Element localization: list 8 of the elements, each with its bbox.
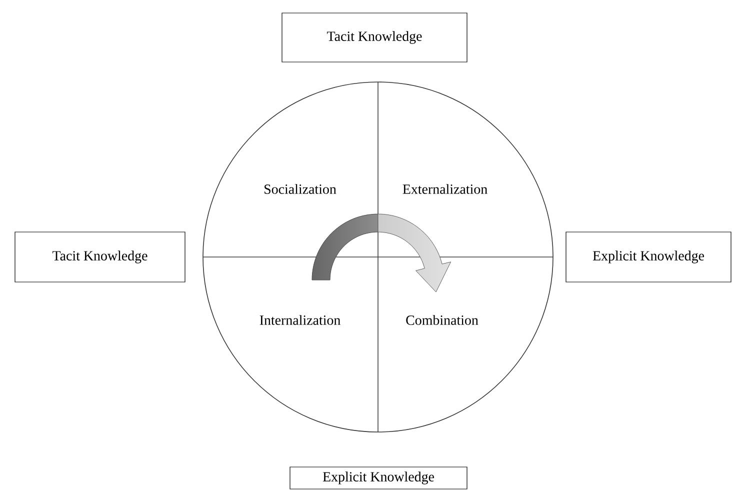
quadrant-label: Externalization [402,184,488,194]
quadrant-label: Combination [406,315,478,325]
knowledge-box: Explicit Knowledge [290,466,468,490]
knowledge-box: Explicit Knowledge [566,232,732,282]
quadrant-label: Internalization [260,315,340,325]
knowledge-box: Tacit Knowledge [14,232,186,282]
knowledge-box: Tacit Knowledge [282,12,468,62]
quadrant-label: Socialization [264,184,336,194]
